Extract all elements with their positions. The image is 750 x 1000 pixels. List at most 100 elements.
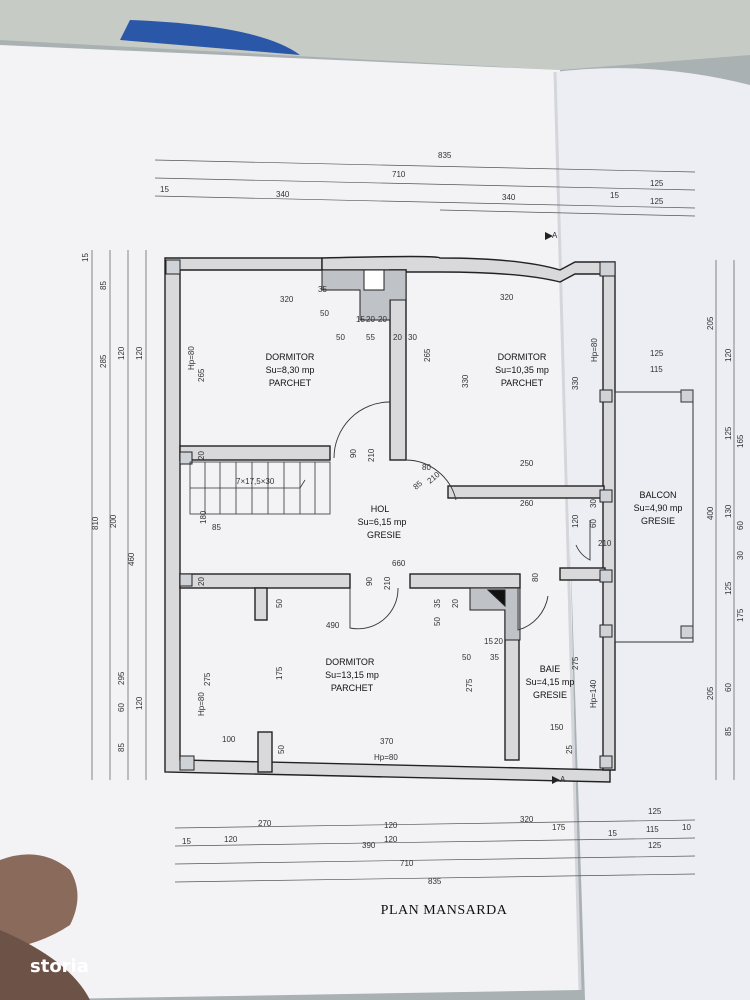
left-dim-60: 60 bbox=[117, 703, 126, 712]
dim-320b: 320 bbox=[500, 293, 514, 302]
right-dim-125b: 125 bbox=[724, 581, 733, 595]
right-dim-30: 30 bbox=[736, 551, 745, 560]
dim-80b: 80 bbox=[531, 573, 540, 582]
right-dim-120: 120 bbox=[724, 348, 733, 362]
left-dim-200: 200 bbox=[109, 514, 118, 528]
room-area: Su=10,35 mp bbox=[495, 365, 549, 375]
room-floor: PARCHET bbox=[331, 683, 374, 693]
top-dim-340b: 340 bbox=[502, 193, 516, 202]
section-arrow-bottom-icon bbox=[552, 776, 560, 784]
dim-hp140: Hp=140 bbox=[589, 679, 598, 708]
room-balcony: BALCON Su=4,90 mp GRESIE bbox=[634, 490, 683, 526]
top-dim-710: 710 bbox=[392, 170, 406, 179]
room-hall: HOL Su=6,15 mp GRESIE bbox=[358, 504, 407, 540]
left-dim-285: 285 bbox=[99, 354, 108, 368]
room-area: Su=4,90 mp bbox=[634, 503, 683, 513]
top-dim-835: 835 bbox=[438, 151, 452, 160]
bottom-dim-390: 390 bbox=[362, 841, 376, 850]
structural-columns bbox=[165, 259, 616, 771]
dim-35: 35 bbox=[318, 285, 327, 294]
dim-275b: 275 bbox=[465, 678, 474, 692]
bottom-dim-10: 10 bbox=[682, 823, 691, 832]
room-name: DORMITOR bbox=[498, 352, 547, 362]
dim-25: 25 bbox=[565, 745, 574, 754]
room-name: BALCON bbox=[639, 490, 676, 500]
bottom-dim-115: 115 bbox=[646, 825, 659, 834]
top-dim-15b: 15 bbox=[610, 191, 619, 200]
left-dim-810: 810 bbox=[91, 516, 100, 530]
dim-90b: 90 bbox=[365, 577, 374, 586]
dim-hp80b: Hp=80 bbox=[590, 338, 599, 362]
dim-210d: 210 bbox=[383, 576, 392, 590]
room-floor: PARCHET bbox=[501, 378, 544, 388]
door-swings bbox=[333, 401, 591, 631]
room-bath: BAIE Su=4,15 mp GRESIE bbox=[526, 664, 575, 700]
section-marker-bottom: A bbox=[560, 775, 566, 784]
room-area: Su=13,15 mp bbox=[325, 670, 379, 680]
staircase bbox=[189, 461, 331, 515]
dim-50b: 50 bbox=[336, 333, 345, 342]
bottom-dimension-lines bbox=[174, 819, 696, 883]
room-area: Su=4,15 mp bbox=[526, 677, 575, 687]
dim-20b: 20 bbox=[378, 315, 387, 324]
right-dim-60b: 60 bbox=[724, 683, 733, 692]
room-name: DORMITOR bbox=[326, 657, 375, 667]
dim-275c: 275 bbox=[571, 656, 580, 670]
top-dim-125b: 125 bbox=[650, 197, 664, 206]
dim-20d: 20 bbox=[197, 451, 206, 460]
dim-210c: 210 bbox=[598, 539, 612, 548]
bottom-dim-15: 15 bbox=[608, 829, 617, 838]
right-dim-60: 60 bbox=[736, 521, 745, 530]
dim-20g: 20 bbox=[494, 637, 503, 646]
blue-folder bbox=[120, 20, 300, 55]
finger bbox=[0, 854, 78, 950]
bottom-dim-120a: 120 bbox=[384, 821, 398, 830]
dim-320a: 320 bbox=[280, 295, 294, 304]
room-floor: GRESIE bbox=[641, 516, 675, 526]
dim-50f: 50 bbox=[277, 745, 286, 754]
dim-80a: 80 bbox=[422, 463, 431, 472]
dim-20c: 20 bbox=[393, 333, 402, 342]
right-dim-130: 130 bbox=[724, 504, 733, 518]
dim-180: 180 bbox=[199, 510, 208, 524]
bottom-dim-120b: 120 bbox=[224, 835, 238, 844]
dim-20f: 20 bbox=[451, 599, 460, 608]
bottom-dim-120c: 120 bbox=[384, 835, 398, 844]
dim-210a: 210 bbox=[367, 448, 376, 462]
room-floor: GRESIE bbox=[533, 690, 567, 700]
room-bed2: DORMITOR Su=10,35 mp PARCHET bbox=[495, 352, 549, 388]
dim-hp80d: Hp=80 bbox=[374, 753, 398, 762]
right-dim-400: 400 bbox=[706, 506, 715, 520]
dim-hp80a: Hp=80 bbox=[187, 346, 196, 370]
section-marker-top: A bbox=[552, 231, 558, 240]
left-dimension-lines bbox=[91, 250, 147, 780]
bottom-dim-835: 835 bbox=[428, 877, 442, 886]
top-dim-125a: 125 bbox=[650, 179, 664, 188]
dim-30b: 30 bbox=[589, 499, 598, 508]
plan-title: PLAN MANSARDA bbox=[381, 903, 508, 918]
dim-265a: 265 bbox=[197, 368, 206, 382]
dim-60: 60 bbox=[589, 519, 598, 528]
dim-660: 660 bbox=[392, 559, 406, 568]
bottom-dim-175: 175 bbox=[552, 823, 566, 832]
bottom-dim-320: 320 bbox=[520, 815, 534, 824]
dim-15b: 15 bbox=[484, 637, 493, 646]
right-dim-205a: 205 bbox=[706, 316, 715, 330]
bottom-dim-710: 710 bbox=[400, 859, 414, 868]
room-name: BAIE bbox=[540, 664, 561, 674]
bottom-dim-125b: 125 bbox=[648, 841, 662, 850]
dim-275a: 275 bbox=[203, 672, 212, 686]
right-dimension-lines bbox=[715, 260, 735, 780]
page-fold bbox=[553, 71, 582, 991]
room-name: HOL bbox=[371, 504, 390, 514]
left-dim-120a: 120 bbox=[117, 346, 126, 360]
right-dim-165: 165 bbox=[736, 434, 745, 448]
room-name: DORMITOR bbox=[266, 352, 315, 362]
dim-50d: 50 bbox=[433, 617, 442, 626]
dim-150: 150 bbox=[550, 723, 564, 732]
dim-35b: 35 bbox=[433, 599, 442, 608]
left-dim-15: 15 bbox=[81, 253, 90, 262]
left-dim-85b: 85 bbox=[117, 743, 126, 752]
dim-125: 125 bbox=[650, 349, 664, 358]
